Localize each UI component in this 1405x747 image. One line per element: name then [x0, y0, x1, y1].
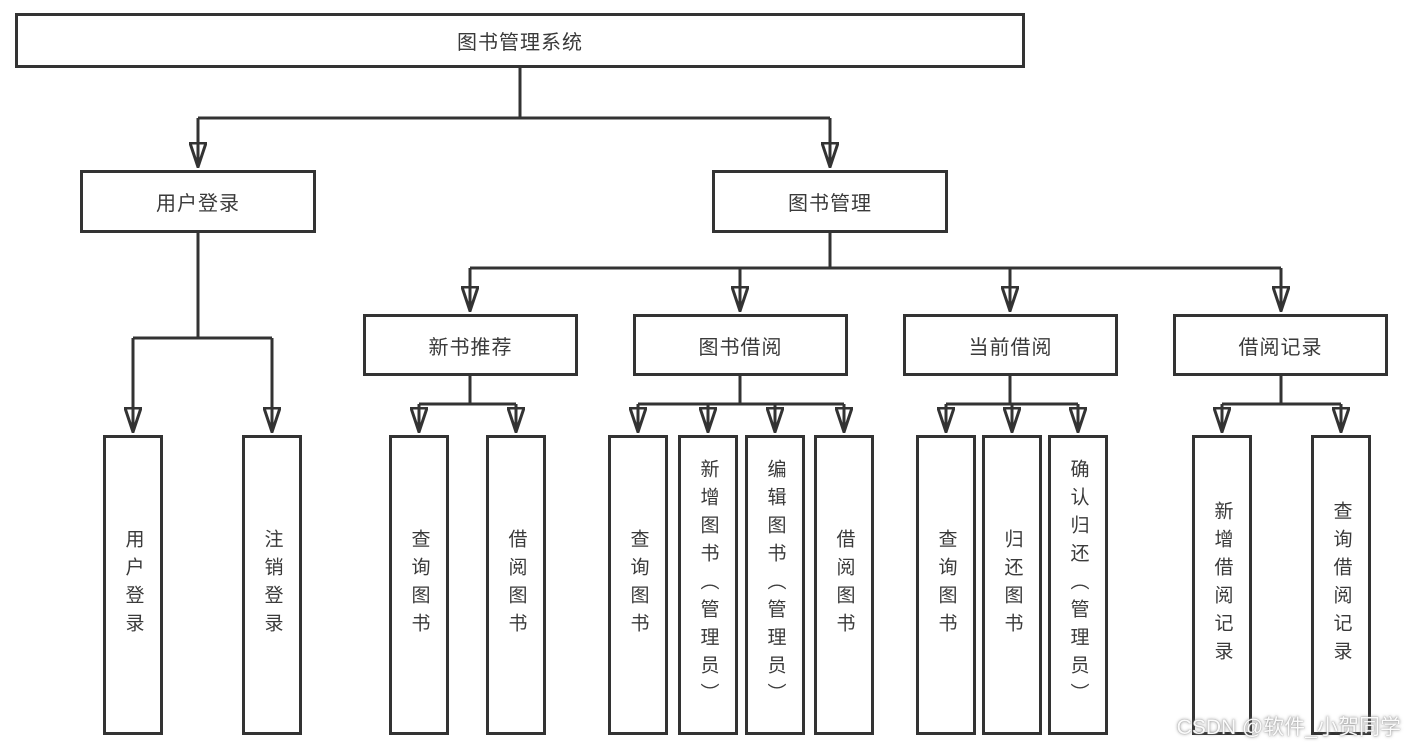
node-root: 图书管理系统 [15, 13, 1025, 68]
node-book-management: 图书管理 [712, 170, 948, 233]
current-borrow-connectors [946, 376, 1078, 432]
leaf-user-login: 用户登录 [103, 435, 163, 735]
node-current-borrow: 当前借阅 [903, 314, 1118, 376]
leaf-label: 用户登录 [122, 529, 144, 641]
leaf-add-books-admin: 新增图书（管理员） [678, 435, 738, 735]
leaf-label: 查询图书 [935, 529, 957, 641]
watermark: CSDN @软件_小贺同学 [1176, 716, 1401, 739]
leaf-add-borrow-record: 新增借阅记录 [1192, 435, 1252, 735]
leaf-label: 新增图书（管理员） [697, 459, 719, 711]
leaf-label: 借阅图书 [833, 529, 855, 641]
leaf-edit-books-admin: 编辑图书（管理员） [745, 435, 805, 735]
leaf-query-borrow-record: 查询借阅记录 [1311, 435, 1371, 735]
new-book-recommend-connectors [419, 376, 516, 432]
book-management-connectors [470, 233, 1281, 311]
leaf-borrow-books: 借阅图书 [814, 435, 874, 735]
leaf-label: 编辑图书（管理员） [764, 459, 786, 711]
leaf-label: 查询借阅记录 [1330, 501, 1352, 669]
leaf-return-books: 归还图书 [982, 435, 1042, 735]
leaf-logout: 注销登录 [242, 435, 302, 735]
leaf-confirm-return-admin: 确认归还（管理员） [1048, 435, 1108, 735]
leaf-query-books-current: 查询图书 [916, 435, 976, 735]
leaf-borrow-books-recommend: 借阅图书 [486, 435, 546, 735]
node-borrow-records: 借阅记录 [1173, 314, 1388, 376]
node-user-login: 用户登录 [80, 170, 316, 233]
node-new-book-recommend: 新书推荐 [363, 314, 578, 376]
leaf-query-books-borrow: 查询图书 [608, 435, 668, 735]
leaf-label: 查询图书 [408, 529, 430, 641]
leaf-query-books-recommend: 查询图书 [389, 435, 449, 735]
leaf-label: 借阅图书 [505, 529, 527, 641]
leaf-label: 查询图书 [627, 529, 649, 641]
leaf-label: 归还图书 [1001, 529, 1023, 641]
leaf-label: 新增借阅记录 [1211, 501, 1233, 669]
user-login-connectors [133, 233, 272, 432]
leaf-label: 确认归还（管理员） [1067, 459, 1089, 711]
root-connectors [198, 68, 830, 167]
borrow-records-connectors [1222, 376, 1341, 432]
book-borrow-connectors [638, 376, 844, 432]
node-book-borrow: 图书借阅 [633, 314, 848, 376]
leaf-label: 注销登录 [261, 529, 283, 641]
